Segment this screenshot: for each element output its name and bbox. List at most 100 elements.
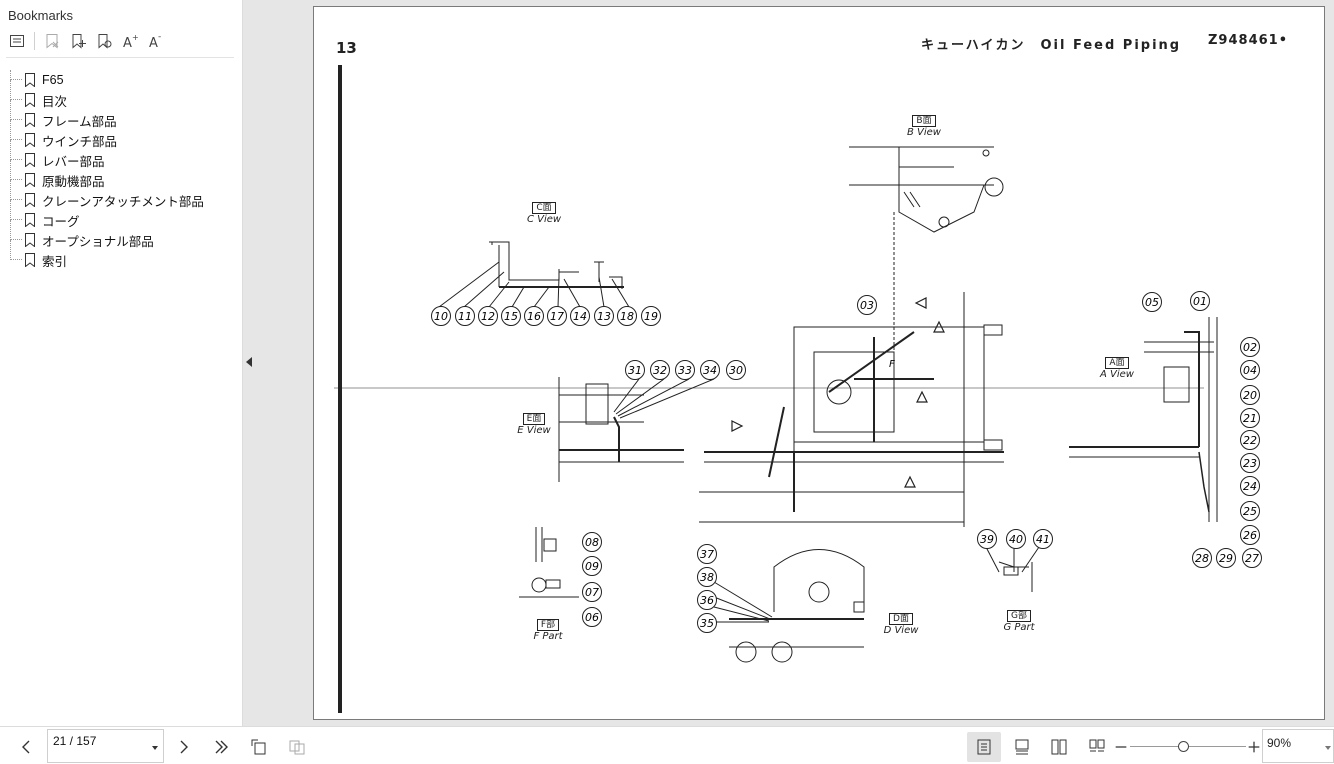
callout-number: 27 (1245, 552, 1259, 565)
reduce-text-icon[interactable]: A- (145, 30, 167, 52)
c-view-box: C面 (532, 202, 556, 214)
callout-08: 08 (582, 532, 602, 552)
callout-14: 14 (570, 306, 590, 326)
page-rotate-icon (251, 739, 266, 755)
drawing-title: キューハイカン Oil Feed Piping (921, 38, 1182, 53)
rotate-page-button[interactable] (248, 736, 270, 758)
bookmark-label: レバー部品 (42, 154, 105, 169)
bookmark-item-optional-parts[interactable]: オープショナル部品 (10, 220, 204, 250)
callout-number: 16 (527, 310, 541, 323)
two-page-continuous-icon (1089, 739, 1105, 752)
callout-19: 19 (641, 306, 661, 326)
callout-39: 39 (977, 529, 997, 549)
callout-37: 37 (697, 544, 717, 564)
callout-34: 34 (700, 360, 720, 380)
bookmark-item-lever-parts[interactable]: レバー部品 (10, 140, 204, 170)
callout-number: 38 (700, 571, 714, 584)
two-page-view-button[interactable] (1048, 736, 1070, 758)
bookmark-label: フレーム部品 (42, 114, 117, 129)
double-chevron-right-icon (215, 740, 228, 754)
add-child-bookmark-icon[interactable] (93, 30, 115, 52)
last-page-button[interactable] (210, 736, 232, 758)
callout-circle (1240, 501, 1260, 521)
zoom-in-button[interactable] (1246, 736, 1262, 758)
status-bar: 21 / 157 90% (0, 726, 1334, 764)
zoom-level-field[interactable]: 90% (1262, 729, 1334, 763)
single-page-view-button[interactable] (967, 732, 1001, 762)
callout-number: 26 (1243, 529, 1257, 542)
bookmark-item-crane-attachment[interactable]: クレーンアタッチメント部品 (10, 180, 204, 210)
page-compare-button[interactable] (286, 736, 308, 758)
callout-circle (524, 306, 544, 326)
callout-number: 12 (481, 310, 495, 323)
callout-09: 09 (582, 556, 602, 576)
bookmark-label: F65 (42, 73, 64, 87)
callout-number: 03 (860, 299, 874, 312)
next-page-button[interactable] (172, 736, 194, 758)
callout-number: 18 (620, 310, 634, 323)
chevron-down-icon[interactable] (1325, 746, 1331, 750)
two-page-icon (1051, 739, 1067, 755)
bookmark-label: 索引 (42, 254, 68, 269)
g-part-label: G部 G Part (994, 610, 1044, 634)
add-bookmark-icon[interactable] (67, 30, 89, 52)
b-view-name: B View (907, 127, 941, 138)
page-number-field[interactable]: 21 / 157 (47, 729, 164, 763)
callout-circle (726, 360, 746, 380)
g-part-name: G Part (1003, 622, 1035, 633)
callout-04: 04 (1240, 360, 1260, 380)
continuous-view-button[interactable] (1011, 736, 1033, 758)
bookmark-item-index[interactable]: 索引 (10, 240, 204, 270)
c-view-label: C面 C View (519, 202, 569, 226)
callout-circle (582, 607, 602, 627)
c-view-name: C View (526, 214, 562, 225)
previous-page-button[interactable] (16, 736, 38, 758)
bookmark-item-cog[interactable]: コーグ (10, 200, 204, 230)
delete-bookmark-icon[interactable] (41, 30, 63, 52)
callout-circle (1240, 408, 1260, 428)
two-page-continuous-button[interactable] (1086, 736, 1108, 758)
callout-26: 26 (1240, 525, 1260, 545)
callout-circle (1216, 548, 1236, 568)
parts-drawing: 0102030405060708091011121314151617181920… (334, 65, 1262, 713)
marker-letter: F (889, 359, 895, 370)
callout-28: 28 (1192, 548, 1212, 568)
callout-circle (478, 306, 498, 326)
zoom-slider-thumb[interactable] (1178, 741, 1189, 752)
bookmark-item-winch-parts[interactable]: ウインチ部品 (10, 120, 204, 150)
callout-circle (1192, 548, 1212, 568)
bookmark-label: コーグ (42, 214, 80, 229)
bookmark-icon (25, 73, 35, 87)
bookmark-icon (25, 153, 35, 167)
page-indicator: 21 / 157 (53, 734, 97, 748)
sidebar-collapse-handle[interactable] (243, 0, 256, 726)
enlarge-text-icon[interactable]: A+ (119, 30, 141, 52)
expand-all-icon[interactable] (6, 30, 28, 52)
bookmarks-title: Bookmarks (8, 8, 74, 23)
callout-24: 24 (1240, 476, 1260, 496)
callout-21: 21 (1240, 408, 1260, 428)
callout-number: 21 (1243, 412, 1257, 425)
callout-number: 41 (1036, 533, 1050, 546)
direction-arrow-icon (916, 390, 928, 403)
bookmark-item-frame-parts[interactable]: フレーム部品 (10, 100, 204, 130)
callout-22: 22 (1240, 430, 1260, 450)
callout-circle (650, 360, 670, 380)
callout-circle (582, 582, 602, 602)
plus-icon (1248, 741, 1260, 753)
callout-number: 08 (585, 536, 599, 549)
bookmark-item-engine-parts[interactable]: 原動機部品 (10, 160, 204, 190)
bookmark-label: 原動機部品 (42, 174, 105, 189)
chevron-down-icon[interactable] (152, 746, 158, 750)
bookmark-item-f65[interactable]: F65 (10, 70, 204, 90)
callout-number: 23 (1243, 457, 1257, 470)
continuous-page-icon (1015, 739, 1029, 755)
callout-circle (625, 360, 645, 380)
zoom-out-button[interactable] (1113, 736, 1129, 758)
bookmark-item-contents[interactable]: 目次 (10, 80, 204, 110)
single-page-icon (977, 739, 991, 755)
e-view-name: E View (517, 425, 551, 436)
callout-circle (641, 306, 661, 326)
